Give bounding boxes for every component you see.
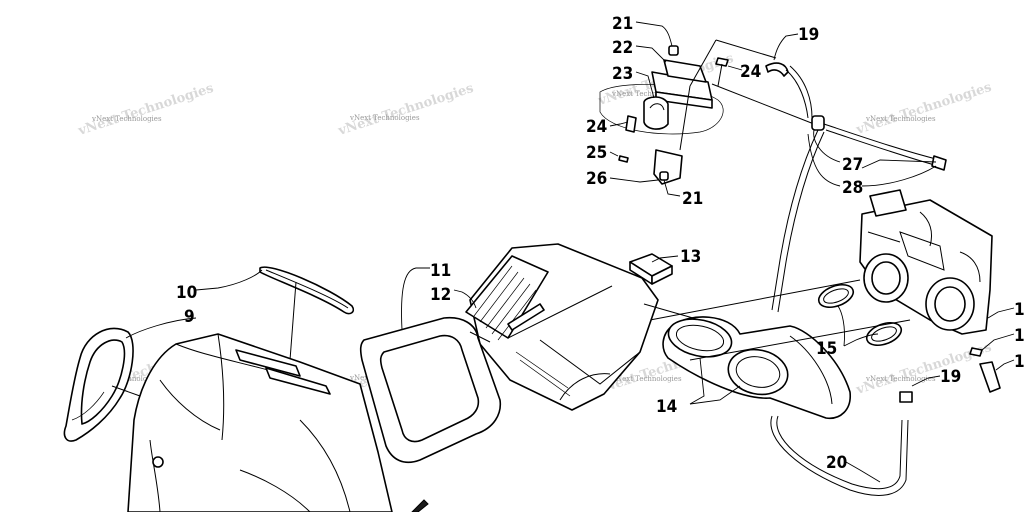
filter-gasket [359, 316, 502, 464]
callout-22: 22 [612, 38, 633, 58]
watermark-ghost: vNext Technologies [76, 81, 216, 139]
callout-12: 12 [430, 285, 451, 305]
callout-21: 21 [682, 189, 703, 209]
seal-pad [629, 253, 673, 285]
air-box [465, 243, 701, 411]
callouts: 21 22 23 24 24 25 26 21 19 27 28 10 9 11… [176, 14, 1024, 473]
callout-19: 19 [798, 25, 819, 45]
watermark: vNext Technologies [611, 90, 682, 98]
callout-24: 24 [586, 117, 607, 137]
callout-27: 27 [842, 155, 863, 175]
watermark: vNext Technologies [611, 375, 682, 383]
callout-13: 13 [680, 247, 701, 267]
callout-10: 10 [1014, 300, 1024, 320]
callout-10: 10 [176, 283, 197, 303]
callout-26: 26 [586, 169, 607, 189]
callout-18: 18 [1014, 352, 1024, 372]
watermark-ghost: vNext Technologies [854, 80, 994, 138]
throttle-body [859, 189, 1001, 393]
watermark: vNext Technologies [865, 115, 936, 123]
seal-strip [259, 266, 355, 361]
trim-piece [63, 327, 134, 442]
callout-11: 11 [430, 261, 451, 281]
leader-lines [125, 21, 1015, 483]
callout-17: 17 [1014, 326, 1024, 346]
hood-console [111, 333, 429, 512]
bracket-assembly [599, 39, 777, 185]
callout-15: 15 [816, 339, 837, 359]
hose-clamps [817, 283, 903, 347]
intake-boots [649, 279, 911, 419]
callout-25: 25 [586, 143, 607, 163]
drain-hose [770, 391, 913, 496]
callout-9: 9 [184, 307, 195, 327]
callout-20: 20 [826, 453, 847, 473]
callout-24: 24 [740, 62, 761, 82]
callout-21: 21 [612, 14, 633, 34]
callout-19: 19 [940, 367, 961, 387]
watermark: vNext Technologies [91, 115, 162, 123]
watermark: vNext Technologies [349, 114, 420, 122]
watermark: vNext Technologies [865, 375, 936, 383]
callout-28: 28 [842, 178, 863, 198]
watermark-ghost: vNext Technologies [336, 81, 476, 139]
callout-23: 23 [612, 64, 633, 84]
callout-14: 14 [656, 397, 677, 417]
